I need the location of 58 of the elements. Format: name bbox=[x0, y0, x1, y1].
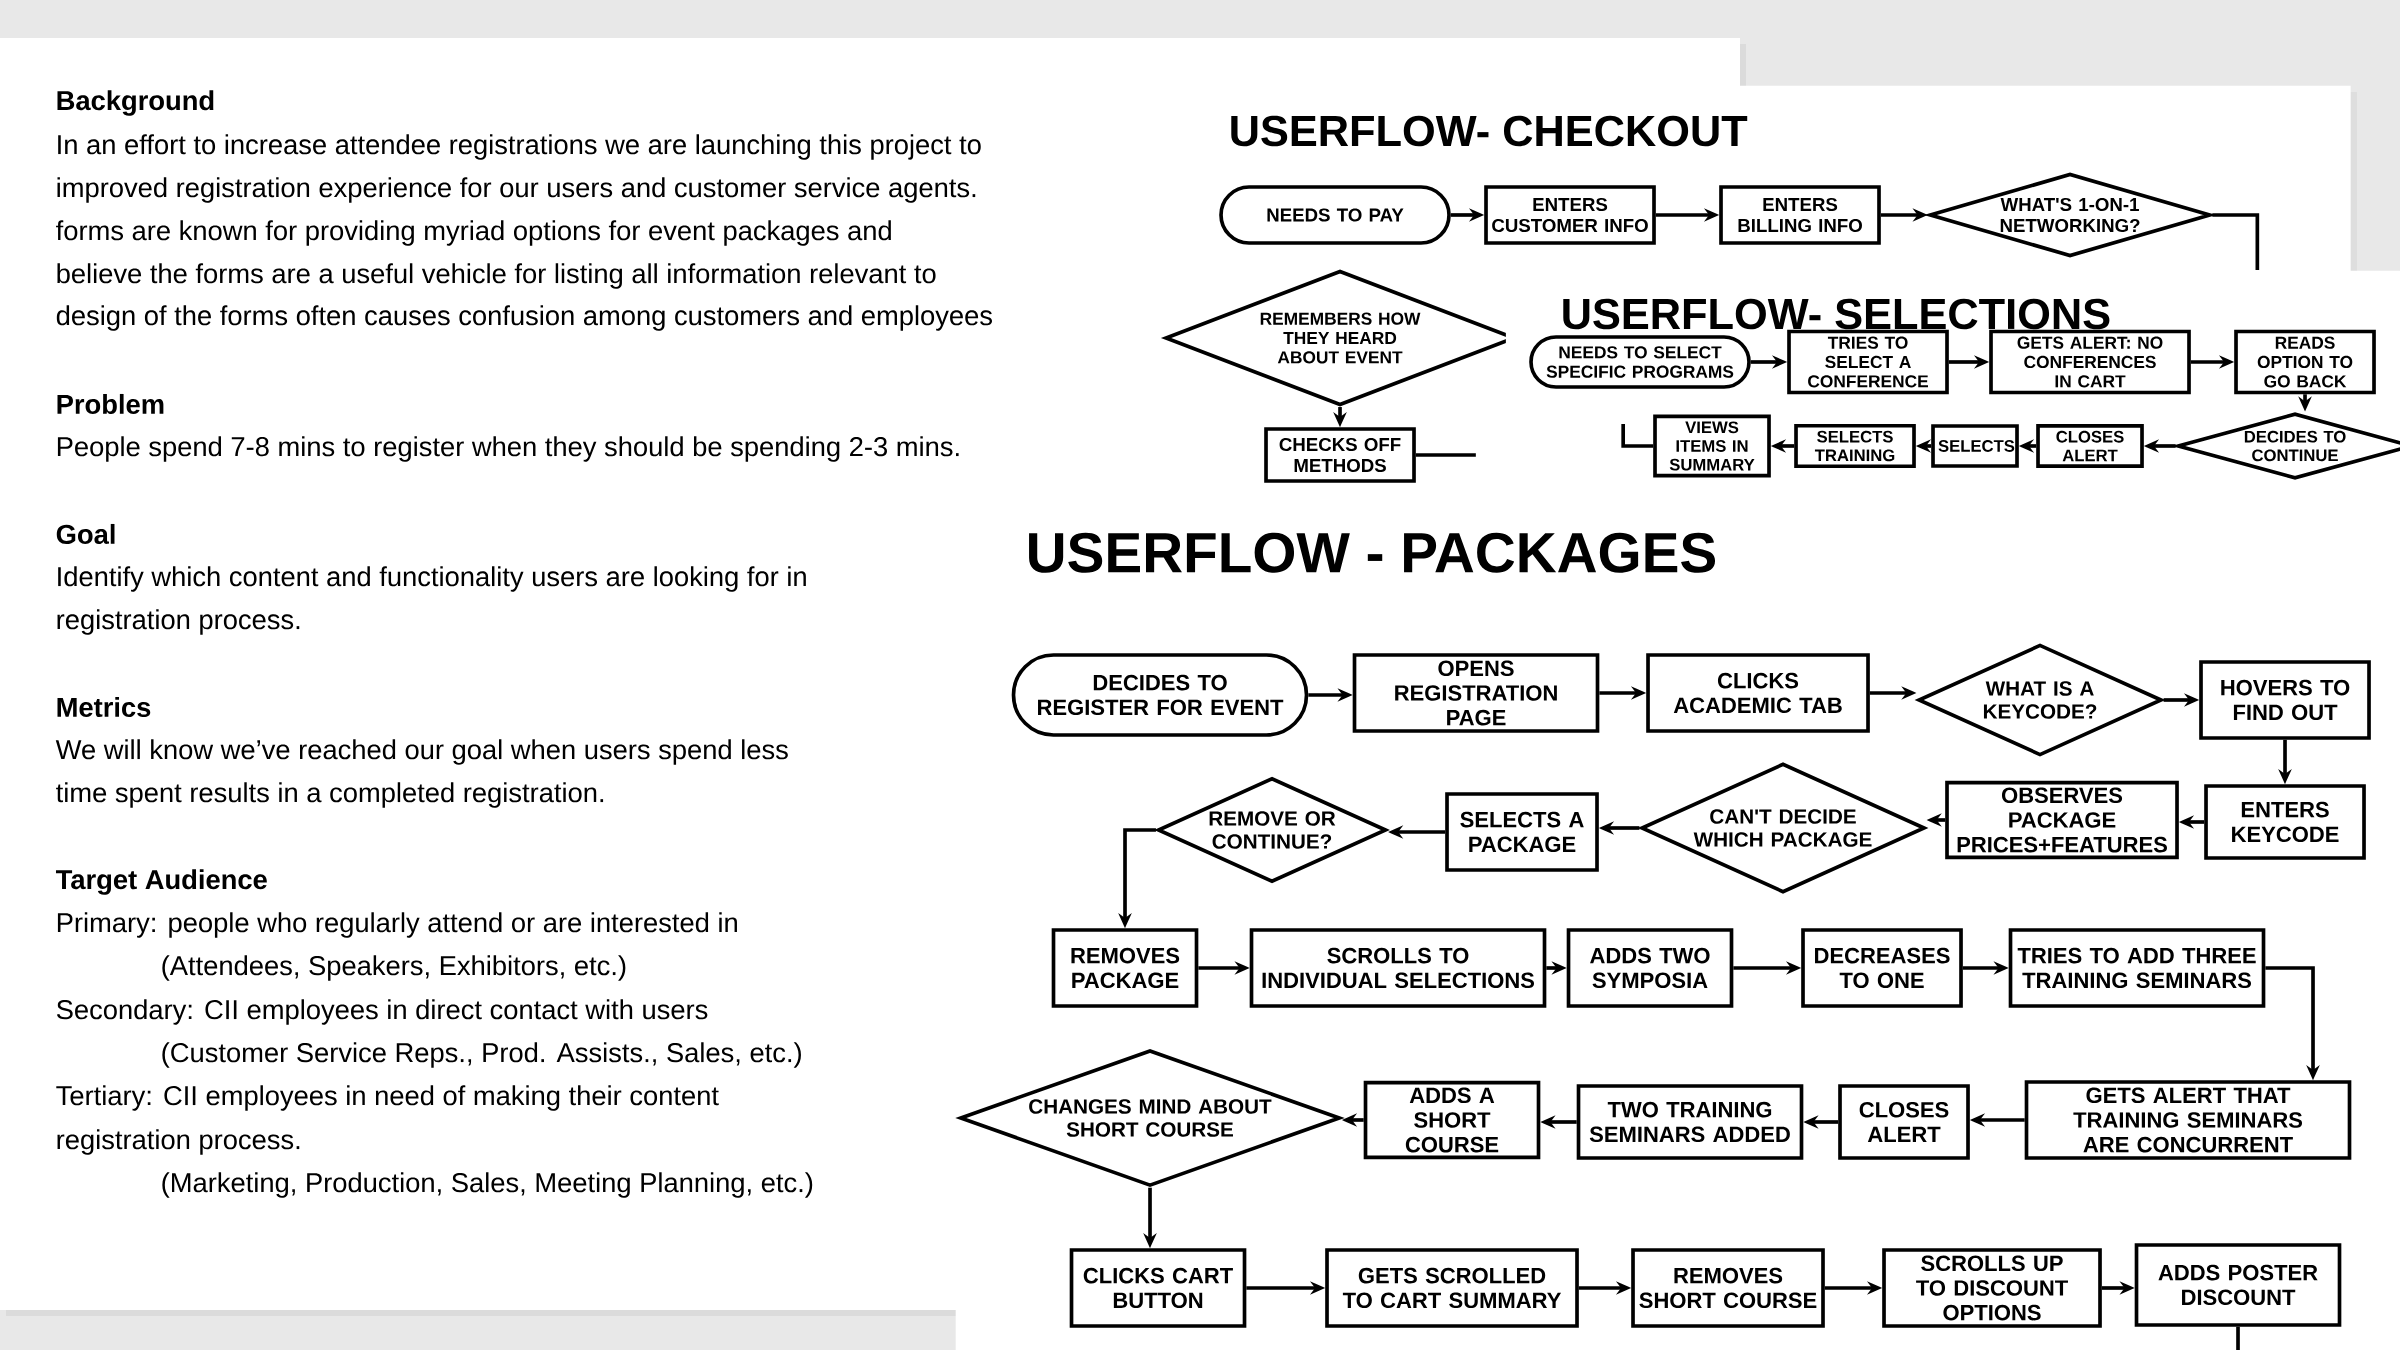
connector-line bbox=[2236, 1326, 2240, 1350]
body-text: (Marketing, Production, Sales, Meeting Planning, etc.) bbox=[162, 1172, 813, 1198]
process-box: ADDS POSTER DISCOUNT bbox=[2134, 1243, 2342, 1327]
body-text: design of the forms often causes confusion among customers and employees bbox=[56, 305, 992, 331]
body-text: forms are known for providing myriad options for event packages and bbox=[56, 220, 891, 246]
node-label: USERFLOW - PACKAGES bbox=[1029, 532, 1716, 573]
body-text: registration process. bbox=[57, 609, 300, 635]
node-label: USERFLOW- SELECTIONS bbox=[1563, 298, 2110, 330]
process-box: SCROLLS UP TO DISCOUNT OPTIONS bbox=[1882, 1248, 2102, 1328]
process-box: CLICKS ACADEMIC TAB bbox=[1646, 653, 1870, 733]
process-box: ENTERS KEYCODE bbox=[2204, 784, 2366, 860]
process-box: GETS ALERT: NO CONFERENCES IN CART bbox=[1989, 329, 2191, 395]
process-box: OPENS REGISTRATION PAGE bbox=[1352, 653, 1600, 733]
process-box: SELECTS bbox=[1931, 424, 2019, 468]
process-box: TWO TRAINING SEMINARS ADDED bbox=[1576, 1084, 1804, 1160]
section-heading: Problem bbox=[57, 393, 164, 415]
process-box: CLOSES ALERT bbox=[1838, 1084, 1970, 1160]
process-box: ADDS A SHORT COURSE bbox=[1363, 1080, 1541, 1160]
process-box: OBSERVES PACKAGE PRICES+FEATURES bbox=[1945, 780, 2179, 860]
process-box: REMOVES PACKAGE bbox=[1051, 928, 1199, 1008]
connector-line bbox=[2212, 213, 2260, 270]
body-text: Secondary: CII employees in direct contact with users bbox=[56, 999, 708, 1025]
body-text: Primary: people who regularly attend or are interested in bbox=[57, 912, 737, 938]
process-box: VIEWS ITEMS IN SUMMARY bbox=[1653, 414, 1771, 478]
body-text: believe the forms are a useful vehicle for listing all information relevant to bbox=[57, 263, 936, 289]
body-text: (Customer Service Reps., Prod. Assists., Sales, etc.) bbox=[162, 1042, 801, 1068]
process-box: REMOVES SHORT COURSE bbox=[1631, 1248, 1825, 1328]
body-text: Identify which content and functionality users are looking for in bbox=[58, 566, 806, 592]
connector-line bbox=[1415, 453, 1476, 457]
process-box: TRIES TO SELECT A CONFERENCE bbox=[1787, 329, 1949, 395]
body-text: registration process. bbox=[57, 1129, 300, 1155]
section-heading: Target Audience bbox=[56, 869, 267, 895]
process-box: ENTERS BILLING INFO bbox=[1719, 185, 1881, 245]
process-box: ENTERS CUSTOMER INFO bbox=[1484, 185, 1656, 245]
section-heading: Background bbox=[57, 90, 214, 116]
section-heading: Goal bbox=[56, 523, 115, 545]
body-text: (Attendees, Speakers, Exhibitors, etc.) bbox=[162, 955, 626, 981]
body-text: improved registration experience for our users and customer service agents. bbox=[57, 177, 976, 203]
process-box: SELECTS TRAINING bbox=[1794, 423, 1916, 469]
process-box: ADDS TWO SYMPOSIA bbox=[1566, 928, 1734, 1008]
process-box: TRIES TO ADD THREE TRAINING SEMINARS bbox=[2008, 928, 2266, 1008]
body-text: We will know we’ve reached our goal when users spend less bbox=[55, 739, 788, 765]
process-box: SELECTS A PACKAGE bbox=[1445, 792, 1599, 872]
process-box: HOVERS TO FIND OUT bbox=[2199, 660, 2371, 740]
body-text: In an effort to increase attendee registrations we are launching this project to bbox=[58, 134, 981, 160]
process-box: READS OPTION TO GO BACK bbox=[2234, 329, 2376, 395]
process-box: GETS ALERT THAT TRAINING SEMINARS ARE CONCURRENT bbox=[2024, 1080, 2352, 1160]
connector-line bbox=[1621, 424, 1654, 448]
body-text: time spent results in a completed registration. bbox=[56, 782, 604, 808]
body-text: People spend 7-8 mins to register when they should be spending 2-3 mins. bbox=[57, 436, 959, 462]
process-box: CHECKS OFF METHODS bbox=[1264, 427, 1416, 483]
process-box: SCROLLS TO INDIVIDUAL SELECTIONS bbox=[1249, 928, 1547, 1008]
body-text: Tertiary: CII employees in need of making their content bbox=[56, 1085, 719, 1111]
process-box: CLICKS CART BUTTON bbox=[1069, 1248, 1247, 1328]
process-box: GETS SCROLLED TO CART SUMMARY bbox=[1325, 1248, 1579, 1328]
process-box: CLOSES ALERT bbox=[2036, 424, 2144, 468]
section-heading: Metrics bbox=[57, 696, 151, 718]
process-box: DECREASES TO ONE bbox=[1801, 928, 1963, 1008]
